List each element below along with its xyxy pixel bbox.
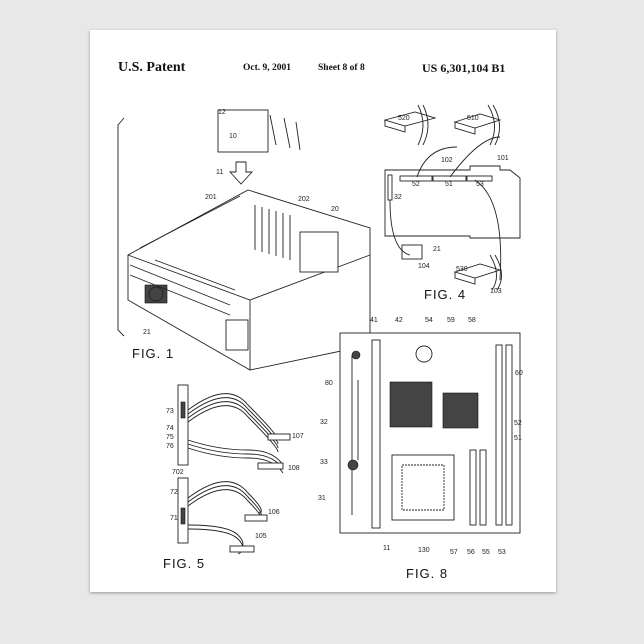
fig4-caption: FIG. 4 — [424, 287, 466, 302]
fig5-ref: 107 — [292, 433, 304, 440]
fig8-ref: 52 — [514, 420, 522, 427]
fig8-ref: 11 — [383, 545, 390, 552]
fig5-ref: 702 — [172, 469, 184, 476]
fig8-ref: 57 — [450, 549, 458, 556]
fig1-ref: 21 — [143, 329, 151, 336]
fig5-ref: 105 — [255, 533, 267, 540]
fig4-ref: 51 — [445, 181, 453, 188]
fig1-ref: 201 — [205, 194, 217, 201]
fig5-ref: 106 — [268, 509, 280, 516]
fig4-ref: 53 — [476, 181, 484, 188]
fig8-ref: 130 — [418, 547, 430, 554]
fig1-drawing: 12 10 11 201 202 20 21 FIG. 1 — [118, 109, 370, 370]
fig8-ref: 42 — [395, 317, 403, 324]
fig8-ref: 60 — [515, 370, 523, 377]
fig8-caption: FIG. 8 — [406, 566, 448, 581]
fig8-ref: 31 — [318, 495, 326, 502]
fig5-ref: 73 — [166, 408, 174, 415]
fig4-ref: 32 — [394, 194, 402, 201]
fig4-ref: 52 — [412, 181, 420, 188]
fig4-drawing: 520 510 102 101 52 51 53 32 21 104 530 1… — [385, 105, 520, 302]
fig5-ref: 74 — [166, 425, 174, 432]
fig5-caption: FIG. 5 — [163, 556, 205, 571]
fig1-caption: FIG. 1 — [132, 346, 174, 361]
fig4-ref: 103 — [490, 288, 502, 295]
fig8-ref: 54 — [425, 317, 433, 324]
fig1-ref: 12 — [218, 109, 226, 116]
fig8-ref: 55 — [482, 549, 490, 556]
fig4-ref: 21 — [433, 246, 441, 253]
fig4-ref: 530 — [456, 266, 468, 273]
fig5-ref: 75 — [166, 434, 174, 441]
fig8-ref: 56 — [467, 549, 475, 556]
fig8-ref: 80 — [325, 380, 333, 387]
fig8-ref: 51 — [514, 435, 522, 442]
fig8-ref: 33 — [320, 459, 328, 466]
fig4-ref: 101 — [497, 155, 509, 162]
fig5-ref: 71 — [170, 515, 178, 522]
fig5-ref: 108 — [288, 465, 300, 472]
fig8-ref: 58 — [468, 317, 476, 324]
fig1-ref: 20 — [331, 206, 339, 213]
fig5-drawing: 73 74 75 76 702 72 71 107 108 106 105 FI… — [163, 385, 304, 571]
fig8-ref: 53 — [498, 549, 506, 556]
fig4-ref: 520 — [398, 115, 410, 122]
fig1-ref: 10 — [229, 133, 237, 140]
fig4-ref: 102 — [441, 157, 453, 164]
fig5-ref: 76 — [166, 443, 174, 450]
fig8-ref: 41 — [370, 317, 378, 324]
fig8-ref: 32 — [320, 419, 328, 426]
fig1-ref: 202 — [298, 196, 310, 203]
fig4-ref: 510 — [467, 115, 479, 122]
fig5-ref: 72 — [170, 489, 178, 496]
fig8-ref: 59 — [447, 317, 455, 324]
fig4-ref: 104 — [418, 263, 430, 270]
fig1-ref: 11 — [216, 169, 223, 176]
fig8-drawing: 41 42 54 59 58 60 80 32 52 51 33 31 11 1… — [318, 317, 523, 581]
